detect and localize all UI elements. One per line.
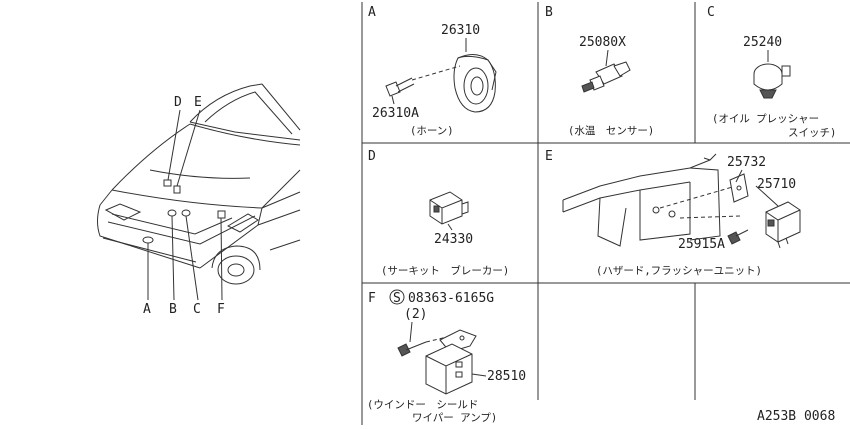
panel-e: E 25732 25710 25915A (ハザード,フラッシャーユニット) bbox=[545, 149, 801, 277]
panel-a: A 26310 26310A (ホーン) bbox=[368, 5, 497, 137]
panel-e-letter: E bbox=[545, 149, 553, 164]
car-label-c: C bbox=[193, 302, 201, 317]
car-label-f: F bbox=[217, 302, 225, 317]
part-26310: 26310 bbox=[441, 23, 480, 38]
panel-a-caption: (ホーン) bbox=[410, 125, 454, 137]
panel-d: D 24330 (サーキット ブレーカー) bbox=[368, 149, 509, 277]
screw-symbol: S bbox=[393, 291, 401, 306]
car-illustration bbox=[97, 83, 301, 301]
car-label-a: A bbox=[143, 302, 151, 317]
part-24330: 24330 bbox=[434, 232, 473, 247]
panel-d-caption: (サーキット ブレーカー) bbox=[381, 264, 509, 277]
wiper-amp-drawing bbox=[397, 321, 487, 395]
part-25080x: 25080X bbox=[579, 35, 626, 50]
circuit-breaker-drawing bbox=[429, 191, 469, 231]
screw-quantity: (2) bbox=[404, 307, 427, 322]
car-label-b: B bbox=[169, 302, 177, 317]
part-28510: 28510 bbox=[487, 369, 526, 384]
part-26310a: 26310A bbox=[372, 106, 419, 121]
panel-f-caption-1: (ウインドー シールド bbox=[367, 399, 478, 411]
panel-b-letter: B bbox=[545, 5, 553, 20]
water-temp-sensor-drawing bbox=[581, 49, 631, 93]
panel-f-caption-2: ワイパー アンプ) bbox=[412, 412, 497, 424]
panel-d-letter: D bbox=[368, 149, 376, 164]
car-label-e: E bbox=[194, 95, 202, 110]
panel-c-caption-1: (オイル プレッシャー bbox=[712, 113, 819, 125]
part-25710: 25710 bbox=[757, 177, 796, 192]
car-label-d: D bbox=[174, 95, 182, 110]
panel-c-caption-2: スイッチ) bbox=[788, 127, 836, 139]
part-25915a: 25915A bbox=[678, 237, 725, 252]
diagram-code: A253B 0068 bbox=[757, 409, 835, 424]
panel-e-caption: (ハザード,フラッシャーユニット) bbox=[596, 265, 762, 277]
oil-pressure-switch-drawing bbox=[753, 50, 791, 99]
panel-f: F S 08363-6165G (2) 28510 (ウインドー シールド ワイ… bbox=[367, 289, 526, 424]
part-25240: 25240 bbox=[743, 35, 782, 50]
panel-a-letter: A bbox=[368, 5, 376, 20]
panel-grid bbox=[361, 2, 850, 425]
panel-c: C 25240 (オイル プレッシャー スイッチ) bbox=[707, 5, 836, 139]
panel-c-letter: C bbox=[707, 5, 715, 20]
panel-f-letter: F bbox=[368, 291, 376, 306]
hazard-flasher-unit-drawing bbox=[562, 153, 801, 249]
screw-part-number: 08363-6165G bbox=[408, 291, 494, 306]
panel-b: B 25080X (水温 センサー) bbox=[545, 5, 654, 137]
part-25732: 25732 bbox=[727, 155, 766, 170]
horn-drawing bbox=[385, 38, 497, 113]
panel-b-caption: (水温 センサー) bbox=[568, 125, 654, 137]
screw-symbol-circle bbox=[389, 289, 405, 305]
